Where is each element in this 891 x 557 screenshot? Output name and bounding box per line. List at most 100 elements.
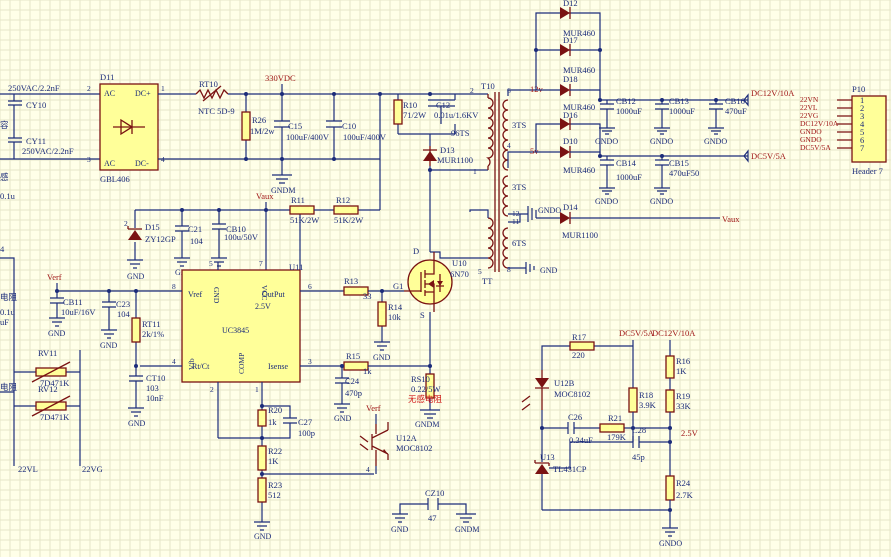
ac-input-label: 250VAC/2.2nF bbox=[8, 83, 60, 93]
svg-text:无感电阻: 无感电阻 bbox=[408, 394, 443, 404]
svg-text:R21: R21 bbox=[608, 413, 622, 423]
svg-text:GND: GND bbox=[391, 525, 409, 534]
svg-text:470uF: 470uF bbox=[725, 106, 747, 116]
edge-text: uF bbox=[0, 317, 9, 327]
net-22vg-label: 22VG bbox=[82, 464, 103, 474]
svg-text:7D471K: 7D471K bbox=[40, 412, 70, 422]
svg-text:C21: C21 bbox=[188, 224, 202, 234]
svg-text:5: 5 bbox=[860, 127, 864, 137]
svg-text:3: 3 bbox=[860, 111, 864, 121]
svg-text:1: 1 bbox=[161, 84, 165, 93]
feedback-primary: R20 1k C27 100p R22 1K R23 512 GND Verf … bbox=[254, 403, 479, 541]
resistor-r14 bbox=[377, 301, 387, 327]
diode-d17: D17 MUR460 bbox=[560, 35, 595, 75]
svg-text:51K/2W: 51K/2W bbox=[334, 215, 363, 225]
svg-text:1k: 1k bbox=[363, 366, 372, 376]
svg-text:96TS: 96TS bbox=[451, 128, 470, 138]
svg-text:Header 7: Header 7 bbox=[852, 166, 883, 176]
svg-text:1K: 1K bbox=[268, 456, 279, 466]
controller-u11: U11 UC3845 Vref OutPut Rt/Ct Isense 2.5V… bbox=[140, 259, 342, 439]
bridge-rectifier-d11: D11 2 3 1 4 AC AC DC+ DC- GBL406 bbox=[87, 72, 165, 184]
svg-text:C15: C15 bbox=[288, 121, 302, 131]
resistor-r17 bbox=[569, 341, 595, 351]
svg-text:R16: R16 bbox=[676, 356, 690, 366]
net-dc12-flag: DC12V/10A bbox=[751, 88, 795, 98]
svg-text:G1: G1 bbox=[393, 281, 403, 291]
svg-text:4: 4 bbox=[860, 119, 865, 129]
svg-text:C24: C24 bbox=[345, 376, 360, 386]
capacitor-cz10: CZ10 47 GND GNDM bbox=[391, 488, 479, 534]
resistor-r20 bbox=[257, 409, 267, 427]
net-hv-label: 330VDC bbox=[265, 73, 296, 83]
svg-text:MUR1100: MUR1100 bbox=[437, 155, 473, 165]
svg-text:3: 3 bbox=[308, 357, 312, 366]
svg-text:250VAC/2.2nF: 250VAC/2.2nF bbox=[22, 146, 74, 156]
svg-text:R15: R15 bbox=[346, 351, 360, 361]
resistor-r26: R26 1M/2w bbox=[241, 94, 275, 159]
svg-text:CT10: CT10 bbox=[146, 373, 165, 383]
svg-text:U10: U10 bbox=[452, 258, 467, 268]
svg-text:RV12: RV12 bbox=[38, 384, 58, 394]
svg-text:R26: R26 bbox=[252, 115, 266, 125]
svg-text:R10: R10 bbox=[403, 100, 417, 110]
svg-text:512: 512 bbox=[268, 490, 281, 500]
svg-text:DC-: DC- bbox=[135, 159, 149, 168]
svg-text:GND: GND bbox=[254, 532, 272, 541]
svg-text:GND: GND bbox=[212, 287, 221, 304]
svg-text:2: 2 bbox=[860, 103, 864, 113]
edge-text: 电阻 bbox=[0, 382, 18, 392]
svg-text:RT10: RT10 bbox=[199, 79, 218, 89]
capacitor-ct10: CT10 103 10nF GND bbox=[128, 366, 165, 428]
svg-text:3TS: 3TS bbox=[512, 182, 526, 192]
svg-text:DC12V/10A: DC12V/10A bbox=[800, 119, 839, 128]
svg-text:1000uF: 1000uF bbox=[669, 106, 695, 116]
svg-text:TT: TT bbox=[482, 276, 493, 286]
varistors: RV11 7D471K RV12 7D471K 22VG bbox=[14, 348, 103, 474]
svg-text:100uF/400V: 100uF/400V bbox=[286, 132, 330, 142]
svg-text:1: 1 bbox=[860, 95, 864, 105]
resistor-r11 bbox=[289, 205, 315, 215]
svg-text:CZ10: CZ10 bbox=[425, 488, 444, 498]
svg-text:GND: GND bbox=[128, 419, 146, 428]
svg-text:45p: 45p bbox=[632, 452, 645, 462]
svg-text:MOC8102: MOC8102 bbox=[554, 389, 590, 399]
svg-text:2: 2 bbox=[87, 84, 91, 93]
svg-text:CY10: CY10 bbox=[26, 100, 46, 110]
svg-text:6TS: 6TS bbox=[512, 238, 526, 248]
svg-text:22VN: 22VN bbox=[800, 95, 819, 104]
svg-text:51K/2W: 51K/2W bbox=[290, 215, 319, 225]
svg-text:1k: 1k bbox=[268, 417, 277, 427]
edge-text: 感 bbox=[0, 172, 9, 182]
thermistor-rt10: RT10 NTC 5D-9 bbox=[195, 79, 235, 116]
svg-text:DC12V/10A: DC12V/10A bbox=[652, 328, 696, 338]
svg-text:GND: GND bbox=[48, 329, 66, 338]
svg-text:R12: R12 bbox=[336, 195, 350, 205]
capacitor-cb14: CB14 1000uF GNDO bbox=[595, 156, 642, 206]
optocoupler-u12b: U12B MOC8102 bbox=[521, 370, 590, 411]
svg-text:3TS: 3TS bbox=[512, 120, 526, 130]
diode-d14: D14 MUR1100 Vaux bbox=[536, 202, 740, 240]
svg-text:R17: R17 bbox=[572, 332, 586, 342]
svg-text:COMP: COMP bbox=[237, 353, 246, 374]
gndm-symbol: GNDM bbox=[271, 159, 295, 195]
svg-text:Isense: Isense bbox=[268, 362, 288, 371]
resistor-r16 bbox=[665, 355, 675, 379]
svg-text:5v: 5v bbox=[530, 146, 539, 156]
resistor-r23 bbox=[257, 477, 267, 503]
svg-text:CB14: CB14 bbox=[616, 158, 637, 168]
output-rectifiers: 12v 5v D12 MUR460 D17 MUR460 D18 MUR460 bbox=[530, 0, 748, 240]
net-dc5-flag: DC5V/5A bbox=[751, 151, 787, 161]
svg-text:R11: R11 bbox=[291, 195, 305, 205]
svg-text:MOC8102: MOC8102 bbox=[396, 443, 432, 453]
resistor-r24 bbox=[665, 475, 675, 501]
svg-text:12v: 12v bbox=[530, 84, 544, 94]
transformer-t10: T10 2 1 96TS 6 4 3TS 3TS 12 11 6TS 8 5 T… bbox=[430, 81, 561, 286]
mosfet-section: R13 33 R14 10k GND D G1 S U10 6N70 R15 bbox=[334, 246, 469, 429]
svg-text:U11: U11 bbox=[289, 262, 303, 272]
header-p10: P10 1 2 3 4 5 6 7 22VN 22VL 22VG DC12V/1… bbox=[800, 84, 887, 176]
svg-text:2: 2 bbox=[124, 219, 128, 228]
svg-text:T10: T10 bbox=[481, 81, 495, 91]
input-section: 250VAC/2.2nF CY10 CY11 250VAC/2.2nF D11 … bbox=[0, 72, 430, 211]
svg-text:C27: C27 bbox=[298, 417, 312, 427]
